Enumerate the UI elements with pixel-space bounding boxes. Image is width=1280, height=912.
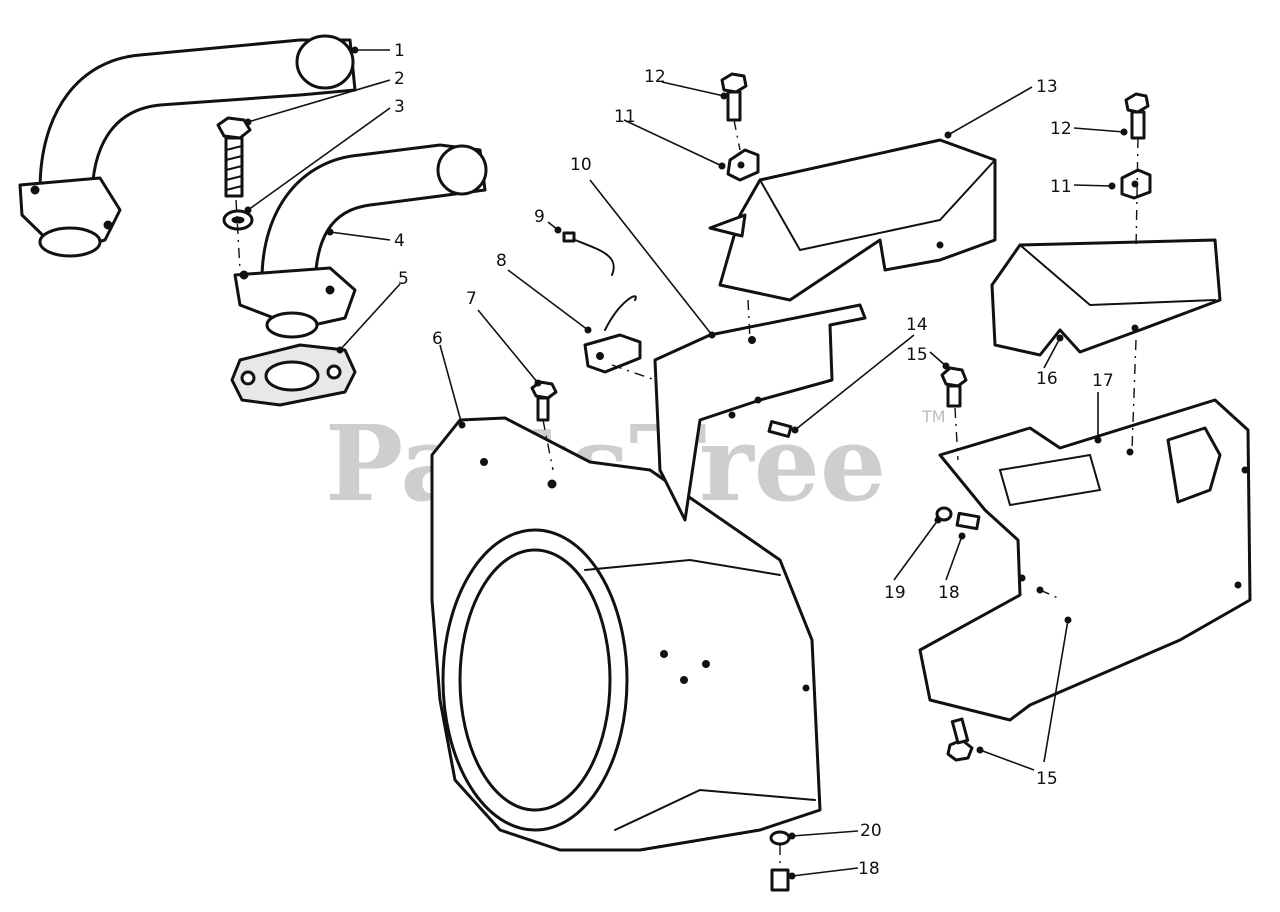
callout-12-left: 12 xyxy=(644,67,666,87)
terminal-block xyxy=(583,295,642,374)
callout-1: 1 xyxy=(394,41,405,61)
screw-14 xyxy=(767,420,793,438)
callout-19: 19 xyxy=(884,583,906,603)
exhaust-gasket xyxy=(230,343,357,407)
shroud-bracket xyxy=(653,303,867,522)
callout-3: 3 xyxy=(394,97,405,117)
centerline-terminal xyxy=(611,364,656,381)
callout-7: 7 xyxy=(466,289,477,309)
screw-15-top xyxy=(940,366,968,408)
callout-15-bottom: 15 xyxy=(1036,769,1058,789)
callout-10: 10 xyxy=(570,155,592,175)
callout-9: 9 xyxy=(534,207,545,227)
blower-housing xyxy=(430,416,822,852)
trademark-symbol: TM xyxy=(921,407,946,426)
callout-11-left: 11 xyxy=(614,107,636,127)
callout-18-upper: 18 xyxy=(938,583,960,603)
callout-15-top: 15 xyxy=(906,345,928,365)
top-cover-left xyxy=(708,138,997,302)
exhaust-elbow-upper xyxy=(18,34,357,258)
centerline-bolt-12-right xyxy=(1135,137,1139,251)
washer-20 xyxy=(769,830,791,846)
callout-17: 17 xyxy=(1092,371,1114,391)
clip-11-left xyxy=(726,148,760,182)
centerline-cover-right xyxy=(1131,339,1137,451)
callout-4: 4 xyxy=(394,231,405,251)
callout-8: 8 xyxy=(496,251,507,271)
wire-lead xyxy=(562,231,615,276)
centerline-cover-left xyxy=(747,299,751,341)
screw-18-lower xyxy=(770,868,790,892)
screw-15-bottom xyxy=(946,717,974,762)
bolt-12-left xyxy=(720,72,748,122)
exhaust-elbow-lower xyxy=(233,143,488,339)
centerline-bolt-12-left xyxy=(733,119,741,151)
callout-labels: 1 2 3 4 5 6 7 8 9 10 11 11 12 12 13 14 1… xyxy=(394,41,1114,879)
hex-bolt-2 xyxy=(216,116,252,198)
centerline-screw-15-side xyxy=(1039,589,1059,599)
callout-18-lower: 18 xyxy=(858,859,880,879)
screw-18-upper xyxy=(955,511,981,531)
callout-5: 5 xyxy=(398,269,409,289)
top-cover-right xyxy=(990,238,1222,357)
leader-lines xyxy=(244,46,1128,880)
side-shroud xyxy=(918,398,1252,722)
centerline-screw-15 xyxy=(954,407,959,461)
washer-19 xyxy=(935,506,953,522)
bolt-12-right xyxy=(1124,92,1150,140)
callout-14: 14 xyxy=(906,315,928,335)
clip-11-right xyxy=(1120,168,1152,200)
callout-13: 13 xyxy=(1036,77,1058,97)
callout-20: 20 xyxy=(860,821,882,841)
callout-6: 6 xyxy=(432,329,443,349)
callout-2: 2 xyxy=(394,69,405,89)
callout-11-right: 11 xyxy=(1050,177,1072,197)
callout-16: 16 xyxy=(1036,369,1058,389)
centerline-screw-7 xyxy=(542,419,554,471)
callout-12-right: 12 xyxy=(1050,119,1072,139)
